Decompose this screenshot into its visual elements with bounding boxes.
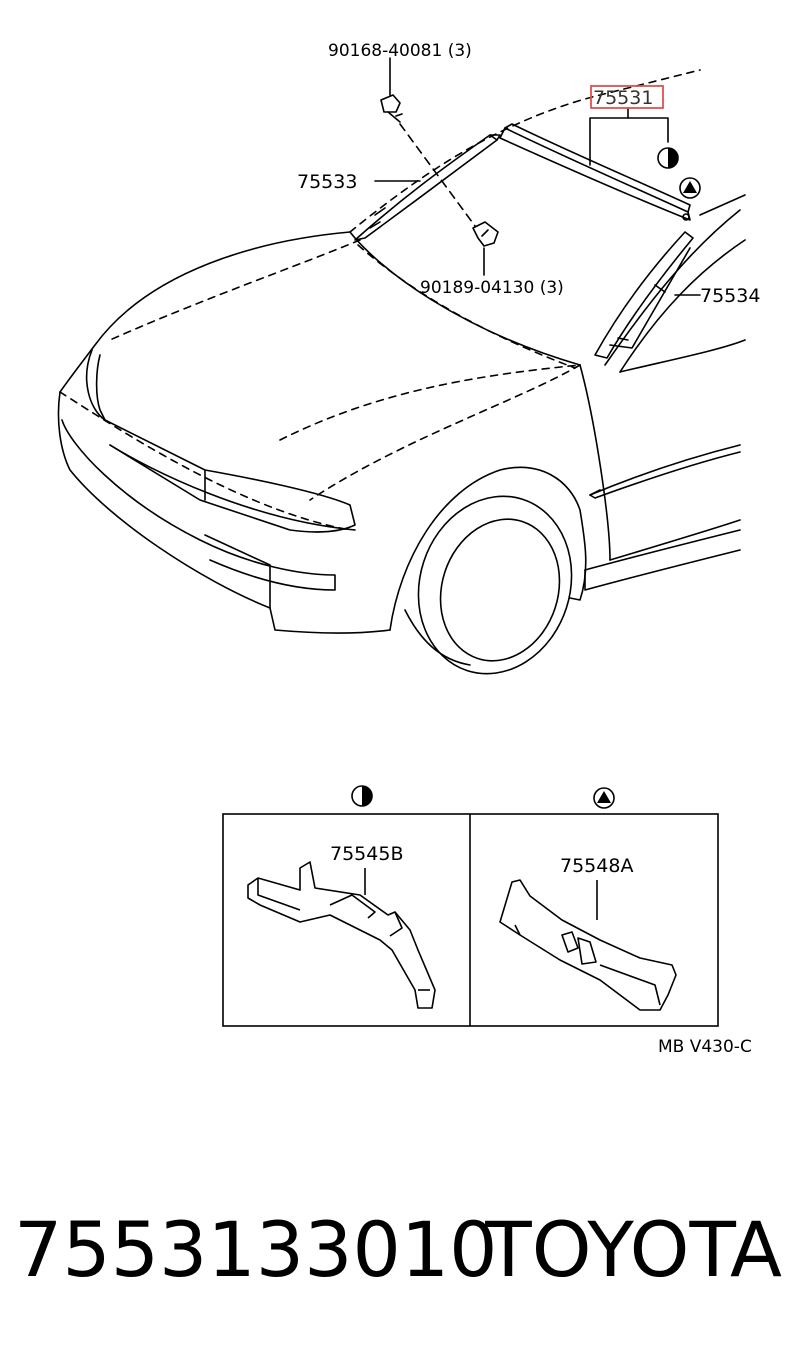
label-75533: 75533 (297, 171, 357, 193)
right-moulding-75534 (594, 231, 694, 359)
part-75548A-drawing (499, 879, 677, 1011)
label-bolt: 90168-40081 (3) (328, 41, 472, 61)
upper-moulding-75531 (499, 123, 691, 221)
detail-half-circle-symbol (351, 785, 373, 807)
label-75534: 75534 (700, 285, 760, 307)
label-clip: 90189-04130 (3) (420, 278, 564, 298)
triangle-circle-symbol (679, 177, 701, 199)
bolt-90168 (380, 94, 403, 123)
highlight-box (590, 85, 664, 109)
detail-triangle-circle-symbol (593, 787, 615, 809)
detail-boxes (222, 813, 719, 1027)
label-75531: 75531 (593, 87, 653, 109)
label-75548A: 75548A (560, 855, 633, 877)
half-circle-symbol (657, 147, 679, 169)
bracket-75531 (589, 117, 669, 166)
brand-name: TOYOTA (485, 1205, 782, 1294)
part-number: 7553133010 (14, 1205, 498, 1294)
guide-line (399, 123, 476, 227)
part-75545B-drawing (247, 861, 436, 1009)
parts-diagram: 90168-40081 (3) 75531 75533 90189-04130 … (57, 41, 760, 1057)
clip-90189 (472, 221, 499, 247)
label-75545B: 75545B (330, 843, 403, 865)
drawing-reference: MB V430-C (658, 1037, 752, 1057)
car-outline (57, 69, 746, 675)
left-moulding-75533 (354, 134, 501, 241)
